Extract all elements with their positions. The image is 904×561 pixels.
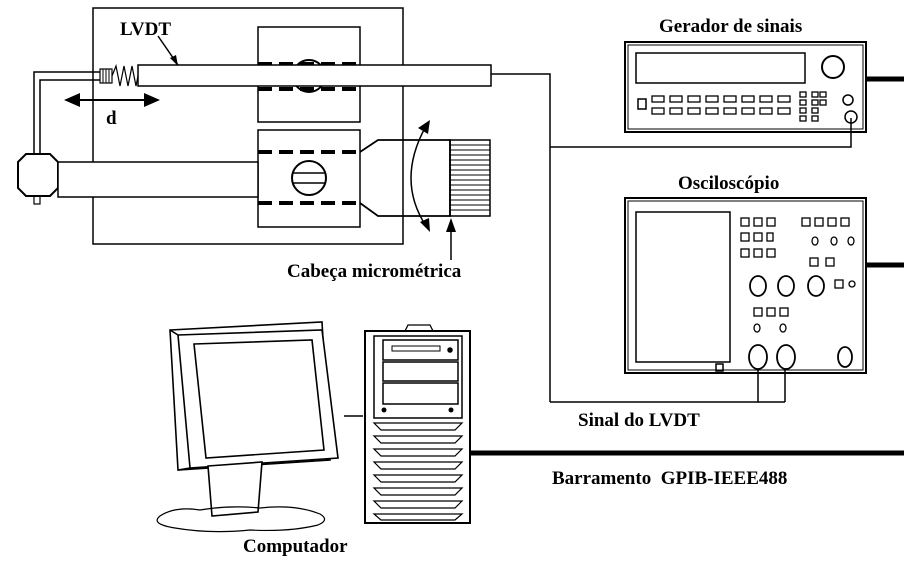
oscilloscope-screen — [635, 211, 731, 363]
computer-monitor — [156, 321, 339, 533]
lvdt-lead-outer — [33, 71, 100, 158]
oscilloscope-case — [624, 197, 867, 374]
gpib-bus — [470, 76, 904, 456]
oscilloscope-input-ch2 — [776, 344, 796, 370]
signal-generator — [624, 41, 867, 133]
displacement-arrow — [64, 93, 160, 107]
lvdt-body — [137, 64, 492, 87]
lvdt-lead-inner — [39, 79, 100, 158]
lvdt-spring — [111, 63, 139, 87]
gpib-bus-label: Barramento GPIB-IEEE488 — [552, 468, 787, 489]
probe-housing — [17, 153, 259, 205]
lower-rod — [57, 161, 259, 198]
computer-label: Computador — [243, 536, 348, 557]
wire-lvdt-to-junction — [491, 73, 551, 402]
tower-drive-bay — [382, 339, 459, 361]
lvdt-sensor — [33, 35, 492, 158]
monitor-stand — [207, 461, 263, 517]
tower-case — [364, 330, 471, 524]
signal-generator-label: Gerador de sinais — [659, 16, 802, 37]
monitor-back — [169, 321, 331, 471]
lvdt-signal-label: Sinal do LVDT — [578, 410, 700, 431]
rotation-arrow-icon — [410, 125, 427, 227]
lvdt-fixture — [92, 7, 404, 245]
micrometer-head-label: Cabeça micrométrica — [287, 261, 462, 282]
micrometer-thimble — [449, 139, 491, 217]
computer-tower — [364, 324, 471, 524]
distance-label: d — [106, 108, 117, 129]
oscilloscope — [624, 197, 867, 374]
lower-clamp-block — [257, 129, 361, 228]
wire-to-generator — [550, 118, 852, 148]
signal-generator-output-connector — [844, 110, 858, 124]
tower-vent-slots — [372, 422, 464, 521]
micrometer-head — [359, 120, 491, 260]
signal-generator-display — [635, 52, 806, 84]
monitor-front — [177, 329, 339, 469]
signal-generator-case — [624, 41, 867, 133]
signal-generator-knob-icon — [821, 55, 845, 79]
fixture-base-plate — [92, 7, 404, 245]
oscilloscope-input-ch1 — [748, 344, 768, 370]
wire-to-oscilloscope — [550, 370, 759, 403]
probe-housing-body — [17, 153, 59, 197]
lower-clamp-screw-icon — [291, 160, 327, 196]
lvdt-label: LVDT — [120, 19, 171, 40]
wiring — [344, 73, 852, 417]
monitor-screen — [193, 339, 325, 459]
oscilloscope-label: Osciloscópio — [678, 173, 779, 194]
monitor-base — [156, 506, 326, 533]
